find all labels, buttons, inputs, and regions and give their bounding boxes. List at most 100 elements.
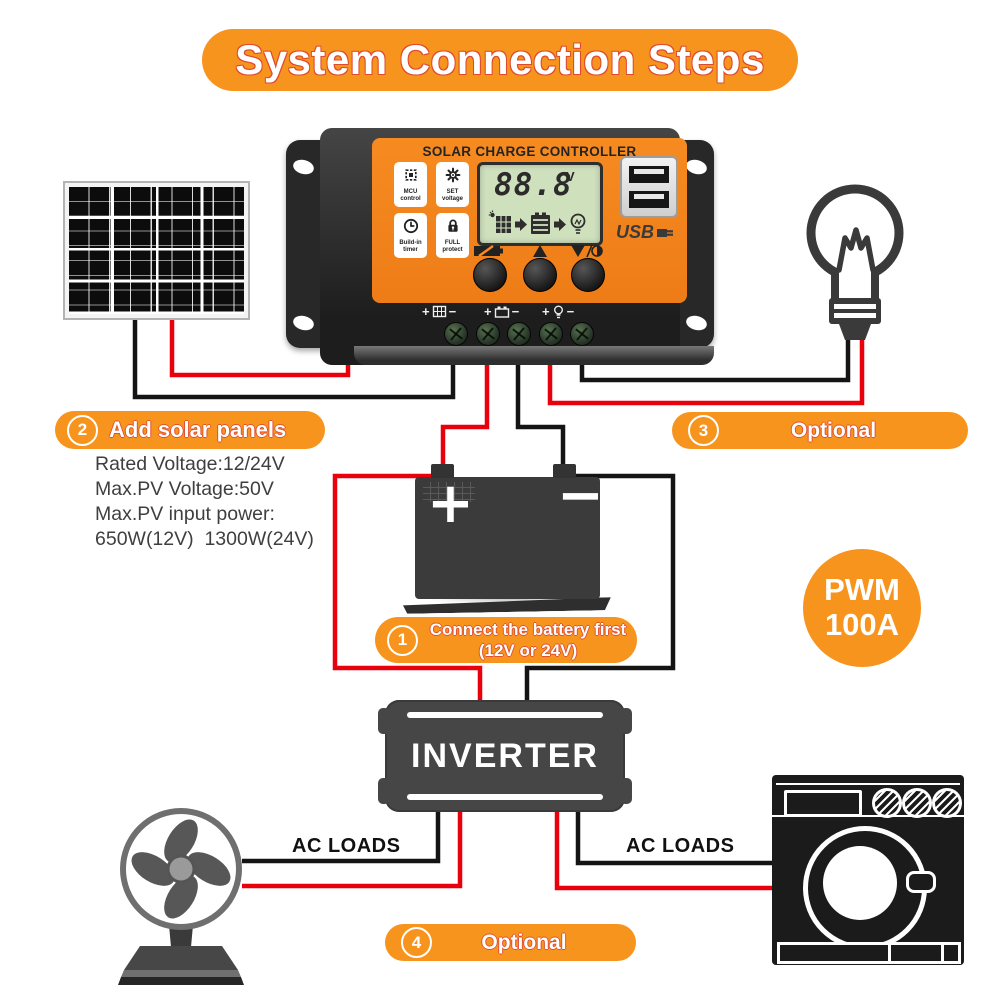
inverter-tab xyxy=(378,778,390,804)
inverter-top-stripe xyxy=(407,712,603,718)
battery-plus-sign: + xyxy=(427,471,474,536)
wire-inverter-fan-negative xyxy=(242,806,441,864)
step1-label-line1: Connect the battery first xyxy=(429,619,627,639)
washer-panel-divider xyxy=(772,815,964,817)
lcd-display: 88.8 V xyxy=(477,162,603,246)
terminal-screw-pv-negative[interactable] xyxy=(476,322,500,346)
title-banner: System Connection Steps xyxy=(202,29,798,91)
terminal-screw-battery-positive[interactable] xyxy=(507,322,531,346)
washer-knob[interactable] xyxy=(872,788,902,818)
clock-icon xyxy=(403,218,419,239)
battery-vent-detail xyxy=(423,482,475,502)
step3-label: Optional xyxy=(790,418,877,442)
step3-number-badge: 3 xyxy=(688,415,719,446)
washer-display xyxy=(784,790,862,817)
step2-pill: 2 Add solar panels xyxy=(55,411,325,449)
ac-loads-label-right: AC LOADS xyxy=(626,835,735,857)
usb-slot[interactable] xyxy=(629,166,669,183)
wire-controller-battery-positive xyxy=(440,356,490,472)
down-arrow-display-symbol xyxy=(570,244,604,263)
spec-line: Max.PV input power: xyxy=(95,503,275,525)
step4-pill: 4 Optional xyxy=(385,924,636,961)
controller-title: SOLAR CHARGE CONTROLLER xyxy=(422,144,637,159)
wire-load-positive xyxy=(547,335,865,406)
down-button[interactable] xyxy=(571,258,605,292)
battery-positive-terminal xyxy=(431,464,454,478)
solar-panel-icon xyxy=(432,305,446,318)
usb-logo: USB xyxy=(616,222,674,243)
solar-panel xyxy=(63,181,250,320)
battery-negative-terminal xyxy=(553,464,576,478)
washer-knob[interactable] xyxy=(932,788,962,818)
spec-line: Rated Voltage:12/24V xyxy=(95,453,285,475)
menu-button[interactable] xyxy=(473,258,507,292)
spec-line: 650W(12V) 1300W(24V) xyxy=(95,528,314,550)
inverter-tab xyxy=(620,778,632,804)
pwm-rating-badge: PWM 100A xyxy=(803,549,921,667)
lamp-icon xyxy=(553,305,563,318)
inverter: INVERTER xyxy=(378,700,632,812)
solar-spec-text: Rated Voltage:12/24V Max.PV Voltage:50V … xyxy=(95,452,314,552)
light-bulb xyxy=(806,184,904,340)
fan-hub xyxy=(166,854,196,884)
spec-line: Max.PV Voltage:50V xyxy=(95,478,274,500)
pv-terminal-symbols: + − xyxy=(422,304,457,319)
usb-slot[interactable] xyxy=(629,191,669,208)
lcd-flow-icons xyxy=(488,210,586,234)
wire-controller-battery-negative xyxy=(515,356,566,472)
terminal-screw-load[interactable] xyxy=(570,322,594,346)
usb-plug-icon xyxy=(657,228,674,237)
gear-icon xyxy=(445,167,461,188)
wire-inverter-fan-positive xyxy=(242,806,463,889)
pwm-amps: 100A xyxy=(824,607,900,642)
lcd-voltage-value: 88.8 xyxy=(494,167,573,203)
inverter-bottom-stripe xyxy=(407,794,603,800)
controller-bottom-trim xyxy=(354,346,714,365)
inverter-tab xyxy=(378,708,390,734)
battery-status-symbol xyxy=(473,244,505,263)
washer-knob[interactable] xyxy=(902,788,932,818)
battery-icon xyxy=(494,306,509,318)
chip-icon xyxy=(403,167,419,188)
wire-battery-inverter-negative xyxy=(524,473,676,706)
fan xyxy=(118,808,244,985)
washer-door-handle[interactable] xyxy=(906,871,936,893)
inverter-label: INVERTER xyxy=(411,736,599,775)
dual-usb-port[interactable] xyxy=(620,156,678,218)
step4-number-badge: 4 xyxy=(401,927,432,958)
step3-pill: 3 Optional xyxy=(672,412,968,449)
wire-load-negative xyxy=(579,335,851,383)
battery: + − xyxy=(415,463,604,599)
page-title: System Connection Steps xyxy=(235,36,765,83)
wire-inverter-washer-positive xyxy=(554,806,778,891)
pwm-type: PWM xyxy=(824,572,900,608)
terminal-screw-battery-negative[interactable] xyxy=(539,322,563,346)
inverter-tab xyxy=(620,708,632,734)
up-button[interactable] xyxy=(523,258,557,292)
wire-battery-inverter-positive xyxy=(332,473,483,706)
wire-panel-positive xyxy=(169,305,351,378)
step1-pill: 1 Connect the battery first (12V or 24V) xyxy=(375,617,637,663)
wire-inverter-washer-negative xyxy=(575,806,778,866)
washer-filter-panel xyxy=(888,942,944,964)
terminal-screw-pv-positive[interactable] xyxy=(444,322,468,346)
step1-label-line2: (12V or 24V) xyxy=(478,641,578,660)
lock-icon xyxy=(445,218,461,239)
step2-label: Add solar panels xyxy=(109,417,287,442)
lcd-voltage-unit: V xyxy=(566,169,575,184)
step1-number-badge: 1 xyxy=(387,624,418,656)
washer-door-glass xyxy=(823,846,897,920)
ac-loads-label-left: AC LOADS xyxy=(292,835,401,857)
